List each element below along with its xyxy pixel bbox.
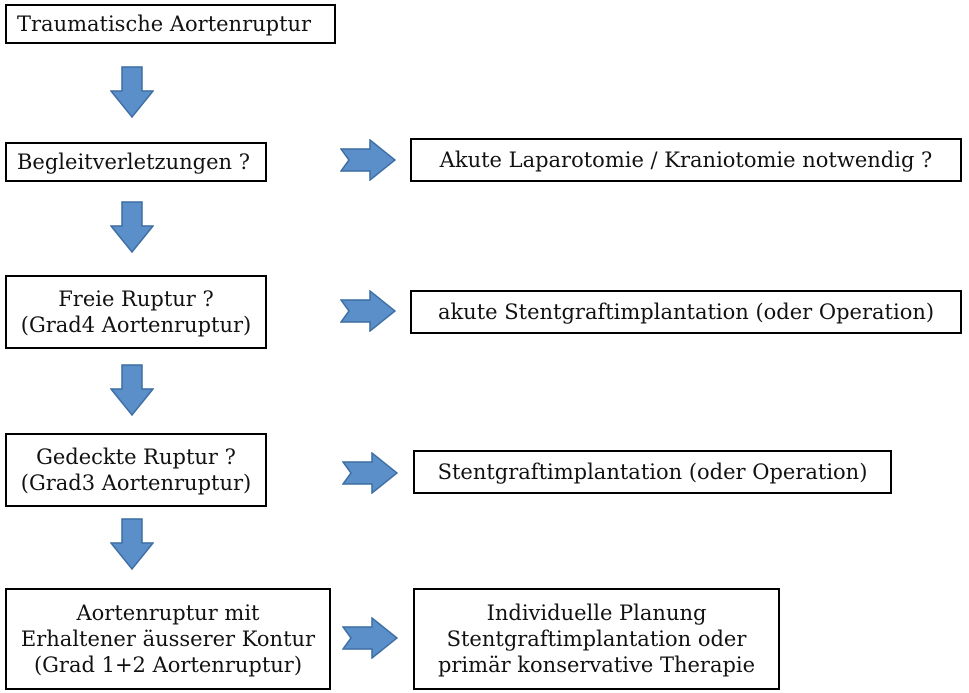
start-box: Traumatische Aortenruptur [5,4,336,44]
right-arrow-icon [340,139,396,181]
right-arrow-icon [342,617,398,659]
laparotomy-label: Akute Laparotomie / Kraniotomie notwendi… [439,147,933,172]
down-arrow-icon [110,66,154,118]
covered-rupture-box: Gedeckte Ruptur ? (Grad3 Aortenruptur) [5,433,267,507]
associated-injuries-label: Begleitverletzungen ? [17,149,250,174]
contained-rupture-line2: Erhaltener äusserer Kontur [20,626,316,651]
right-arrow-icon [340,290,396,332]
acute-stentgraft-box: akute Stentgraftimplantation (oder Opera… [410,290,962,334]
laparotomy-box: Akute Laparotomie / Kraniotomie notwendi… [410,138,962,182]
right-arrow-icon [342,452,398,494]
stentgraft-box: Stentgraftimplantation (oder Operation) [413,450,892,494]
free-rupture-box: Freie Ruptur ? (Grad4 Aortenruptur) [5,275,267,349]
individual-planning-line2: Stentgraftimplantation oder [446,626,747,651]
contained-rupture-box: Aortenruptur mit Erhaltener äusserer Kon… [5,588,331,690]
stentgraft-label: Stentgraftimplantation (oder Operation) [437,459,868,484]
covered-rupture-line1: Gedeckte Ruptur ? [36,444,236,469]
start-label: Traumatische Aortenruptur [17,11,312,36]
individual-planning-box: Individuelle Planung Stentgraftimplantat… [413,588,780,690]
covered-rupture-line2: (Grad3 Aortenruptur) [20,471,252,495]
free-rupture-line1: Freie Ruptur ? [58,286,214,311]
contained-rupture-line3: (Grad 1+2 Aortenruptur) [33,653,303,678]
individual-planning-line3: primär konservative Therapie [437,653,756,678]
down-arrow-icon [110,364,154,416]
contained-rupture-line1: Aortenruptur mit [76,600,260,625]
associated-injuries-box: Begleitverletzungen ? [5,142,267,182]
free-rupture-line2: (Grad4 Aortenruptur) [20,313,252,337]
down-arrow-icon [110,518,154,570]
down-arrow-icon [110,201,154,253]
individual-planning-line1: Individuelle Planung [486,600,707,625]
acute-stentgraft-label: akute Stentgraftimplantation (oder Opera… [437,299,935,324]
